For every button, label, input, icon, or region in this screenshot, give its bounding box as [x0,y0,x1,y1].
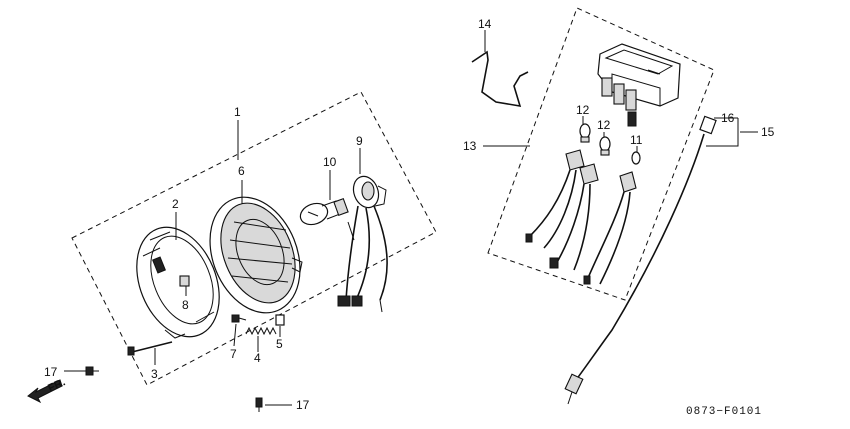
combination-meter [597,43,681,127]
screw-17-left [85,366,99,376]
meter-bracket-wire [471,50,529,108]
headlight-case [136,226,220,339]
callout-3: 3 [151,367,158,381]
callout-4: 4 [254,351,261,365]
callout-1: 1 [234,105,241,119]
leader-lines [64,30,758,406]
callout-17-a: 17 [44,365,58,379]
callout-16: 16 [721,111,735,125]
speedometer-cable [564,115,717,405]
headlight-bulb [299,198,349,226]
meter-bulb-b [599,136,611,156]
callout-5: 5 [276,337,283,351]
meter-sockets [525,149,641,285]
front-direction-arrow: FR. [27,376,67,404]
headlight-socket [337,175,388,313]
callout-17-b: 17 [296,398,310,412]
callout-6: 6 [238,164,245,178]
adjust-spring [245,326,277,336]
callout-12-b: 12 [597,118,611,132]
callout-15: 15 [761,125,775,139]
drawing-code: 0873−F0101 [686,406,762,418]
screw-17-bottom [255,397,263,412]
callout-10: 10 [323,155,337,169]
callout-8: 8 [182,298,189,312]
callout-9: 9 [356,134,363,148]
nut [275,314,285,326]
adjust-screw [231,314,247,323]
headlight-unit [209,196,303,314]
callout-11: 11 [630,133,643,147]
callout-13: 13 [463,139,477,153]
callout-12-a: 12 [576,103,590,117]
callout-2: 2 [172,197,179,211]
bolt [127,341,173,356]
meter-group-frame [487,7,715,301]
front-label: FR. [46,376,67,394]
callout-7: 7 [230,347,237,361]
headlight-group-frame [71,91,437,386]
meter-bulb-a [579,123,591,143]
callout-14: 14 [478,17,492,31]
